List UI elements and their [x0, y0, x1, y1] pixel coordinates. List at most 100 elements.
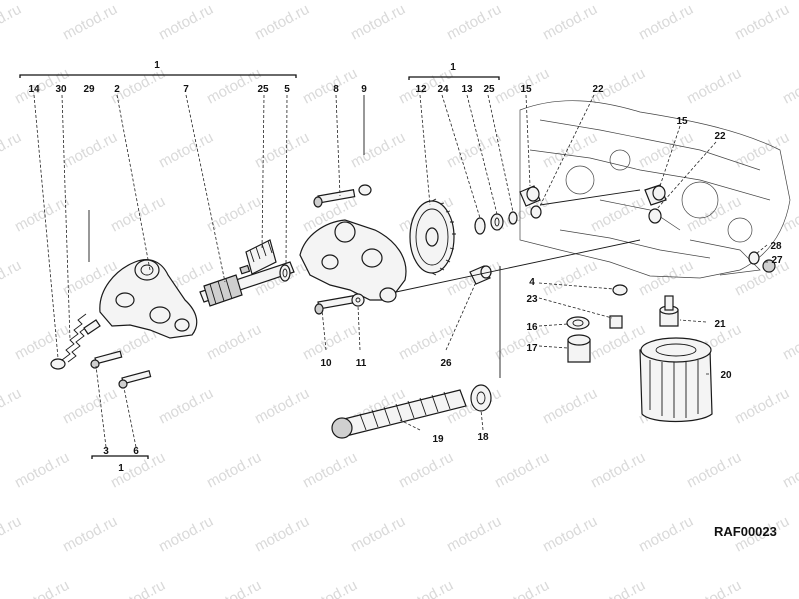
- watermark-text: motod.ru: [0, 1, 24, 44]
- group-label-bottom: 1: [118, 463, 124, 474]
- part-label: 13: [461, 84, 473, 95]
- watermark-text: motod.ru: [540, 513, 600, 556]
- part-label: 23: [526, 294, 538, 305]
- group-label-left: 1: [154, 60, 160, 71]
- watermark-text: motod.ru: [396, 577, 456, 599]
- watermark-text: motod.ru: [780, 577, 799, 599]
- part-label: 9: [361, 84, 367, 95]
- watermark-text: motod.ru: [636, 513, 696, 556]
- valve-part-29: [83, 319, 101, 335]
- watermark-text: motod.ru: [684, 577, 744, 599]
- watermark-text: motod.ru: [492, 449, 552, 492]
- watermark-text: motod.ru: [108, 577, 168, 599]
- part-label: 22: [592, 84, 604, 95]
- watermark-text: motod.ru: [12, 321, 72, 364]
- watermark-text: motod.ru: [60, 129, 120, 172]
- watermark-text: motod.ru: [0, 257, 24, 300]
- watermark-text: motod.ru: [636, 129, 696, 172]
- watermark-text: motod.ru: [444, 513, 504, 556]
- plug-part-14: [50, 358, 66, 370]
- watermark-text: motod.ru: [348, 129, 408, 172]
- part-label: 30: [55, 84, 67, 95]
- watermark-text: motod.ru: [252, 129, 312, 172]
- watermark-text: motod.ru: [60, 385, 120, 428]
- pump-body-part-2: [99, 259, 198, 339]
- drive-axis-line: [395, 189, 641, 293]
- watermark-text: motod.ru: [684, 65, 744, 108]
- watermark-text: motod.ru: [540, 129, 600, 172]
- gasket-part-18: [470, 384, 492, 412]
- part-label: 29: [83, 84, 95, 95]
- part-label: 17: [526, 343, 538, 354]
- pump-cover-part-9: [299, 219, 407, 303]
- ring-part-22: [530, 205, 542, 219]
- gasket-part-16: [566, 316, 590, 330]
- part-label: 26: [440, 358, 452, 369]
- washer-part-25: [508, 211, 518, 225]
- watermark-text: motod.ru: [348, 513, 408, 556]
- washer-part-28: [748, 251, 760, 265]
- screw-part-6: [118, 370, 152, 389]
- watermark-text: motod.ru: [444, 1, 504, 44]
- watermark-text: motod.ru: [348, 1, 408, 44]
- watermark-text: motod.ru: [108, 193, 168, 236]
- part-label: 16: [526, 322, 538, 333]
- watermark-text: motod.ru: [0, 129, 24, 172]
- part-label: 12: [415, 84, 427, 95]
- fitting-part-21: [659, 295, 679, 327]
- plug-part-23: [609, 315, 623, 329]
- watermark-text: motod.ru: [684, 449, 744, 492]
- watermark-text: motod.ru: [540, 385, 600, 428]
- watermark-text: motod.ru: [60, 1, 120, 44]
- watermark-text: motod.ru: [780, 321, 799, 364]
- drive-shaft-part-7: [199, 261, 295, 307]
- watermark-text: motod.ru: [0, 385, 24, 428]
- watermark-text: motod.ru: [780, 449, 799, 492]
- watermark-text: motod.ru: [0, 513, 24, 556]
- ring-part-22b: [648, 208, 662, 224]
- reference-code: RAF00023: [714, 524, 777, 539]
- bushing-part-15b: [644, 184, 667, 206]
- watermark-text: motod.ru: [732, 385, 792, 428]
- watermark-text: motod.ru: [732, 1, 792, 44]
- part-label: 25: [483, 84, 495, 95]
- washer-part-13: [490, 213, 504, 231]
- part-label: 15: [676, 116, 688, 127]
- watermark-text: motod.ru: [12, 193, 72, 236]
- watermark-text: motod.ru: [540, 257, 600, 300]
- group-brackets: [19, 74, 500, 459]
- part-label: 5: [284, 84, 290, 95]
- large-gear-part-12: [409, 198, 456, 276]
- part-label: 15: [520, 84, 532, 95]
- part-label: 19: [432, 434, 444, 445]
- part-label: 4: [529, 277, 535, 288]
- watermark-text: motod.ru: [300, 65, 360, 108]
- watermark-text: motod.ru: [780, 65, 799, 108]
- watermark-text: motod.ru: [540, 1, 600, 44]
- watermark-text: motod.ru: [60, 513, 120, 556]
- watermark-text: motod.ru: [492, 321, 552, 364]
- watermark-text: motod.ru: [300, 577, 360, 599]
- part-label: 28: [770, 241, 782, 252]
- part-label: 8: [333, 84, 339, 95]
- engine-block-outline: [519, 100, 791, 279]
- watermark-text: motod.ru: [396, 449, 456, 492]
- bushing-part-15: [519, 185, 541, 207]
- watermark-text: motod.ru: [156, 513, 216, 556]
- watermark-text: motod.ru: [204, 449, 264, 492]
- plug-part-27: [762, 259, 776, 273]
- part-label: 2: [114, 84, 120, 95]
- watermark-text: motod.ru: [300, 449, 360, 492]
- watermark-text: motod.ru: [204, 577, 264, 599]
- watermark-text: motod.ru: [12, 449, 72, 492]
- part-label: 24: [437, 84, 449, 95]
- watermark-text: motod.ru: [156, 1, 216, 44]
- watermark-text: motod.ru: [156, 129, 216, 172]
- watermark-text: motod.ru: [636, 257, 696, 300]
- watermark-text: motod.ru: [204, 321, 264, 364]
- watermark-text: motod.ru: [252, 1, 312, 44]
- watermark-text: motod.ru: [588, 193, 648, 236]
- washer-part-11: [351, 293, 365, 307]
- part-label: 25: [257, 84, 269, 95]
